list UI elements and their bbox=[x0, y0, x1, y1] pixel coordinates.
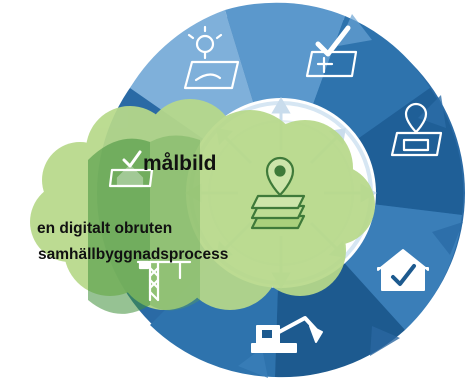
goal-subtitle-line2: samhällbyggnadsprocess bbox=[38, 246, 228, 263]
house-map-icon bbox=[108, 150, 154, 188]
goal-title: målbild bbox=[143, 152, 217, 175]
house-check-icon bbox=[377, 249, 429, 291]
location-layers-icon bbox=[250, 156, 306, 230]
approved-plan-icon bbox=[305, 25, 358, 78]
property-map-icon bbox=[390, 102, 443, 157]
ring-segment-top bbox=[225, 2, 345, 194]
lightbulb-map-icon bbox=[183, 25, 240, 90]
crane-icon bbox=[136, 260, 192, 302]
excavator-icon bbox=[251, 316, 323, 353]
goal-subtitle-line1: en digitalt obruten bbox=[37, 220, 172, 237]
goal-cloud bbox=[30, 99, 375, 314]
